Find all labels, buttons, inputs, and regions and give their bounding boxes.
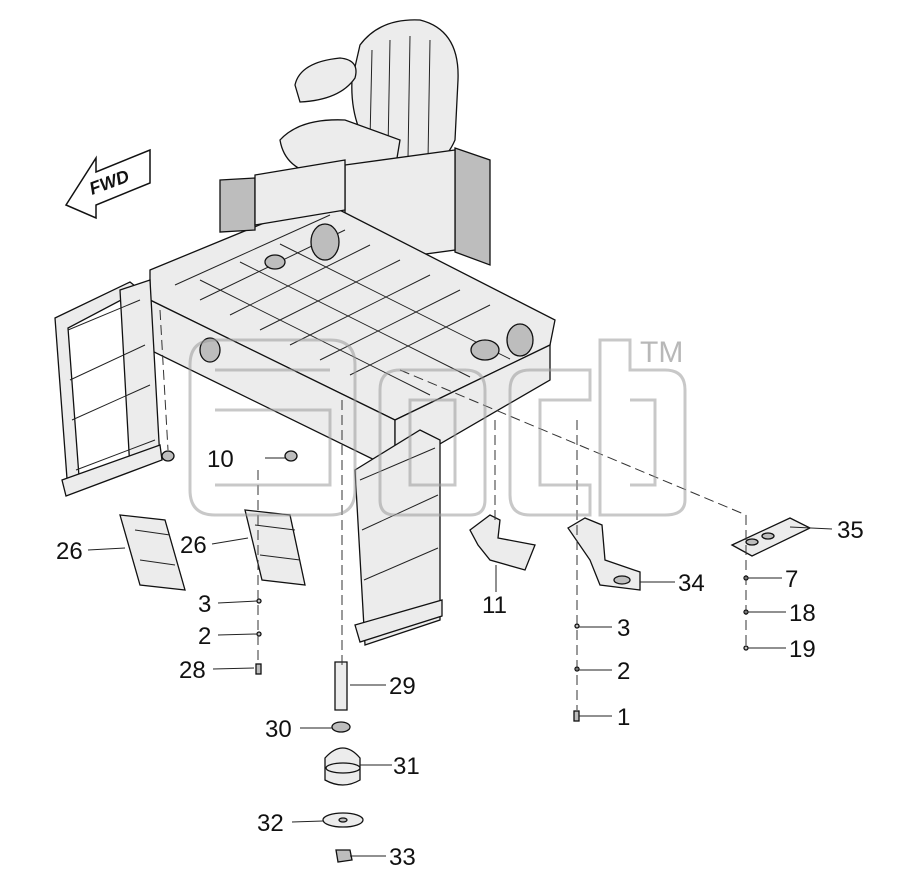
assembly-lines [159, 309, 747, 710]
callout-19: 19 [789, 636, 816, 663]
callout-7: 7 [785, 566, 798, 593]
callout-2-right: 2 [617, 658, 630, 685]
fastener-28 [255, 663, 262, 675]
fastener-1 [573, 710, 580, 722]
callout-31: 31 [393, 753, 420, 780]
mount-hardware-stack [322, 661, 364, 863]
callout-26-left: 26 [56, 538, 83, 565]
leader-lines [87, 457, 833, 857]
fastener-19 [743, 645, 749, 651]
trademark-label: TM [640, 336, 683, 369]
callout-29: 29 [389, 673, 416, 700]
callout-labels: 10 26 26 3 2 28 29 30 31 32 33 11 3 2 1 … [56, 446, 864, 871]
bracket-26-left [119, 514, 186, 591]
callout-28: 28 [179, 657, 206, 684]
forward-arrow-icon: FWD [64, 148, 151, 220]
bracket-11 [469, 514, 536, 571]
callout-3-left: 3 [198, 591, 211, 618]
callout-3-right: 3 [617, 615, 630, 642]
left-step-ladder [54, 279, 163, 497]
callout-26-right: 26 [180, 532, 207, 559]
bracket-26-right [244, 509, 306, 586]
callout-18: 18 [789, 600, 816, 627]
plate-35 [730, 517, 812, 557]
callout-11: 11 [482, 592, 507, 619]
watermark-logo: TM [188, 336, 687, 517]
nut-10-left [161, 450, 175, 462]
callout-30: 30 [265, 716, 292, 743]
nut-10-right [284, 450, 298, 462]
callout-32: 32 [257, 810, 284, 837]
callout-10: 10 [207, 446, 234, 473]
right-step-ladder [354, 429, 443, 646]
callout-33: 33 [389, 844, 416, 871]
callout-35: 35 [837, 517, 864, 544]
callout-2-left: 2 [198, 623, 211, 650]
callout-34: 34 [678, 570, 705, 597]
callout-1: 1 [617, 704, 630, 731]
bracket-34 [567, 517, 641, 591]
